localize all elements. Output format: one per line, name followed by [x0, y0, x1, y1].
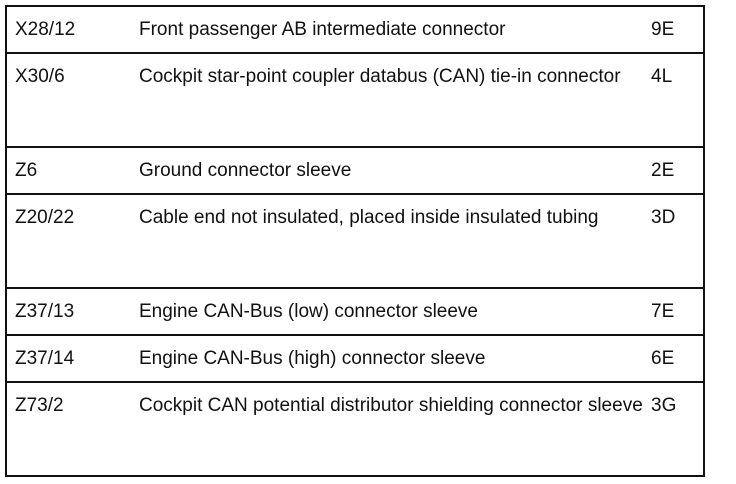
component-description: Engine CAN-Bus (low) connector sleeve [133, 287, 651, 336]
table-row: Z20/22 Cable end not insulated, placed i… [5, 193, 705, 289]
table-row: X30/6 Cockpit star-point coupler databus… [5, 52, 705, 148]
component-description: Cable end not insulated, placed inside i… [133, 193, 651, 289]
component-code: Z20/22 [5, 193, 133, 289]
component-code: Z37/13 [5, 287, 133, 336]
component-code: X30/6 [5, 52, 133, 148]
table-row: Z6 Ground connector sleeve 2E [5, 146, 705, 195]
component-description: Engine CAN-Bus (high) connector sleeve [133, 334, 651, 383]
grid-location: 3D [651, 193, 705, 289]
component-legend-table: X28/12 Front passenger AB intermediate c… [5, 5, 705, 477]
table-row: Z73/2 Cockpit CAN potential distributor … [5, 381, 705, 477]
table-row: Z37/14 Engine CAN-Bus (high) connector s… [5, 334, 705, 383]
table-row: Z37/13 Engine CAN-Bus (low) connector sl… [5, 287, 705, 336]
component-description: Cockpit CAN potential distributor shield… [133, 381, 651, 477]
component-code: Z37/14 [5, 334, 133, 383]
grid-location: 7E [651, 287, 705, 336]
grid-location: 3G [651, 381, 705, 477]
component-code: X28/12 [5, 5, 133, 54]
grid-location: 9E [651, 5, 705, 54]
grid-location: 2E [651, 146, 705, 195]
component-description: Front passenger AB intermediate connecto… [133, 5, 651, 54]
grid-location: 4L [651, 52, 705, 148]
component-description: Cockpit star-point coupler databus (CAN)… [133, 52, 651, 148]
component-code: Z73/2 [5, 381, 133, 477]
component-code: Z6 [5, 146, 133, 195]
grid-location: 6E [651, 334, 705, 383]
component-description: Ground connector sleeve [133, 146, 651, 195]
table-row: X28/12 Front passenger AB intermediate c… [5, 5, 705, 54]
